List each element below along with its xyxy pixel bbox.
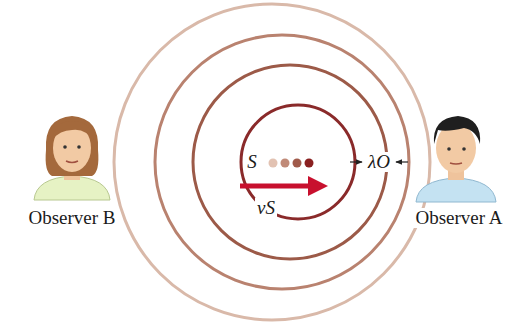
velocity-arrow bbox=[240, 184, 318, 189]
velocity-label: vS bbox=[255, 198, 277, 219]
wavelength-arrow bbox=[350, 161, 362, 162]
observer-a-figure bbox=[416, 116, 496, 202]
source-dot bbox=[281, 159, 290, 168]
source-dot bbox=[305, 159, 314, 168]
wavelength-label: λO bbox=[366, 152, 392, 173]
source-label: S bbox=[245, 152, 259, 173]
observer-b-figure bbox=[34, 116, 110, 200]
observer-label: Observer B bbox=[26, 208, 117, 229]
source-dot bbox=[269, 159, 278, 168]
wavelength-arrow bbox=[396, 161, 408, 162]
observer-label: Observer A bbox=[413, 208, 504, 229]
wave-front bbox=[193, 65, 387, 259]
source-dot bbox=[293, 159, 302, 168]
wave-front bbox=[155, 35, 409, 289]
wave-front bbox=[241, 105, 355, 219]
wave-front bbox=[114, 4, 430, 320]
